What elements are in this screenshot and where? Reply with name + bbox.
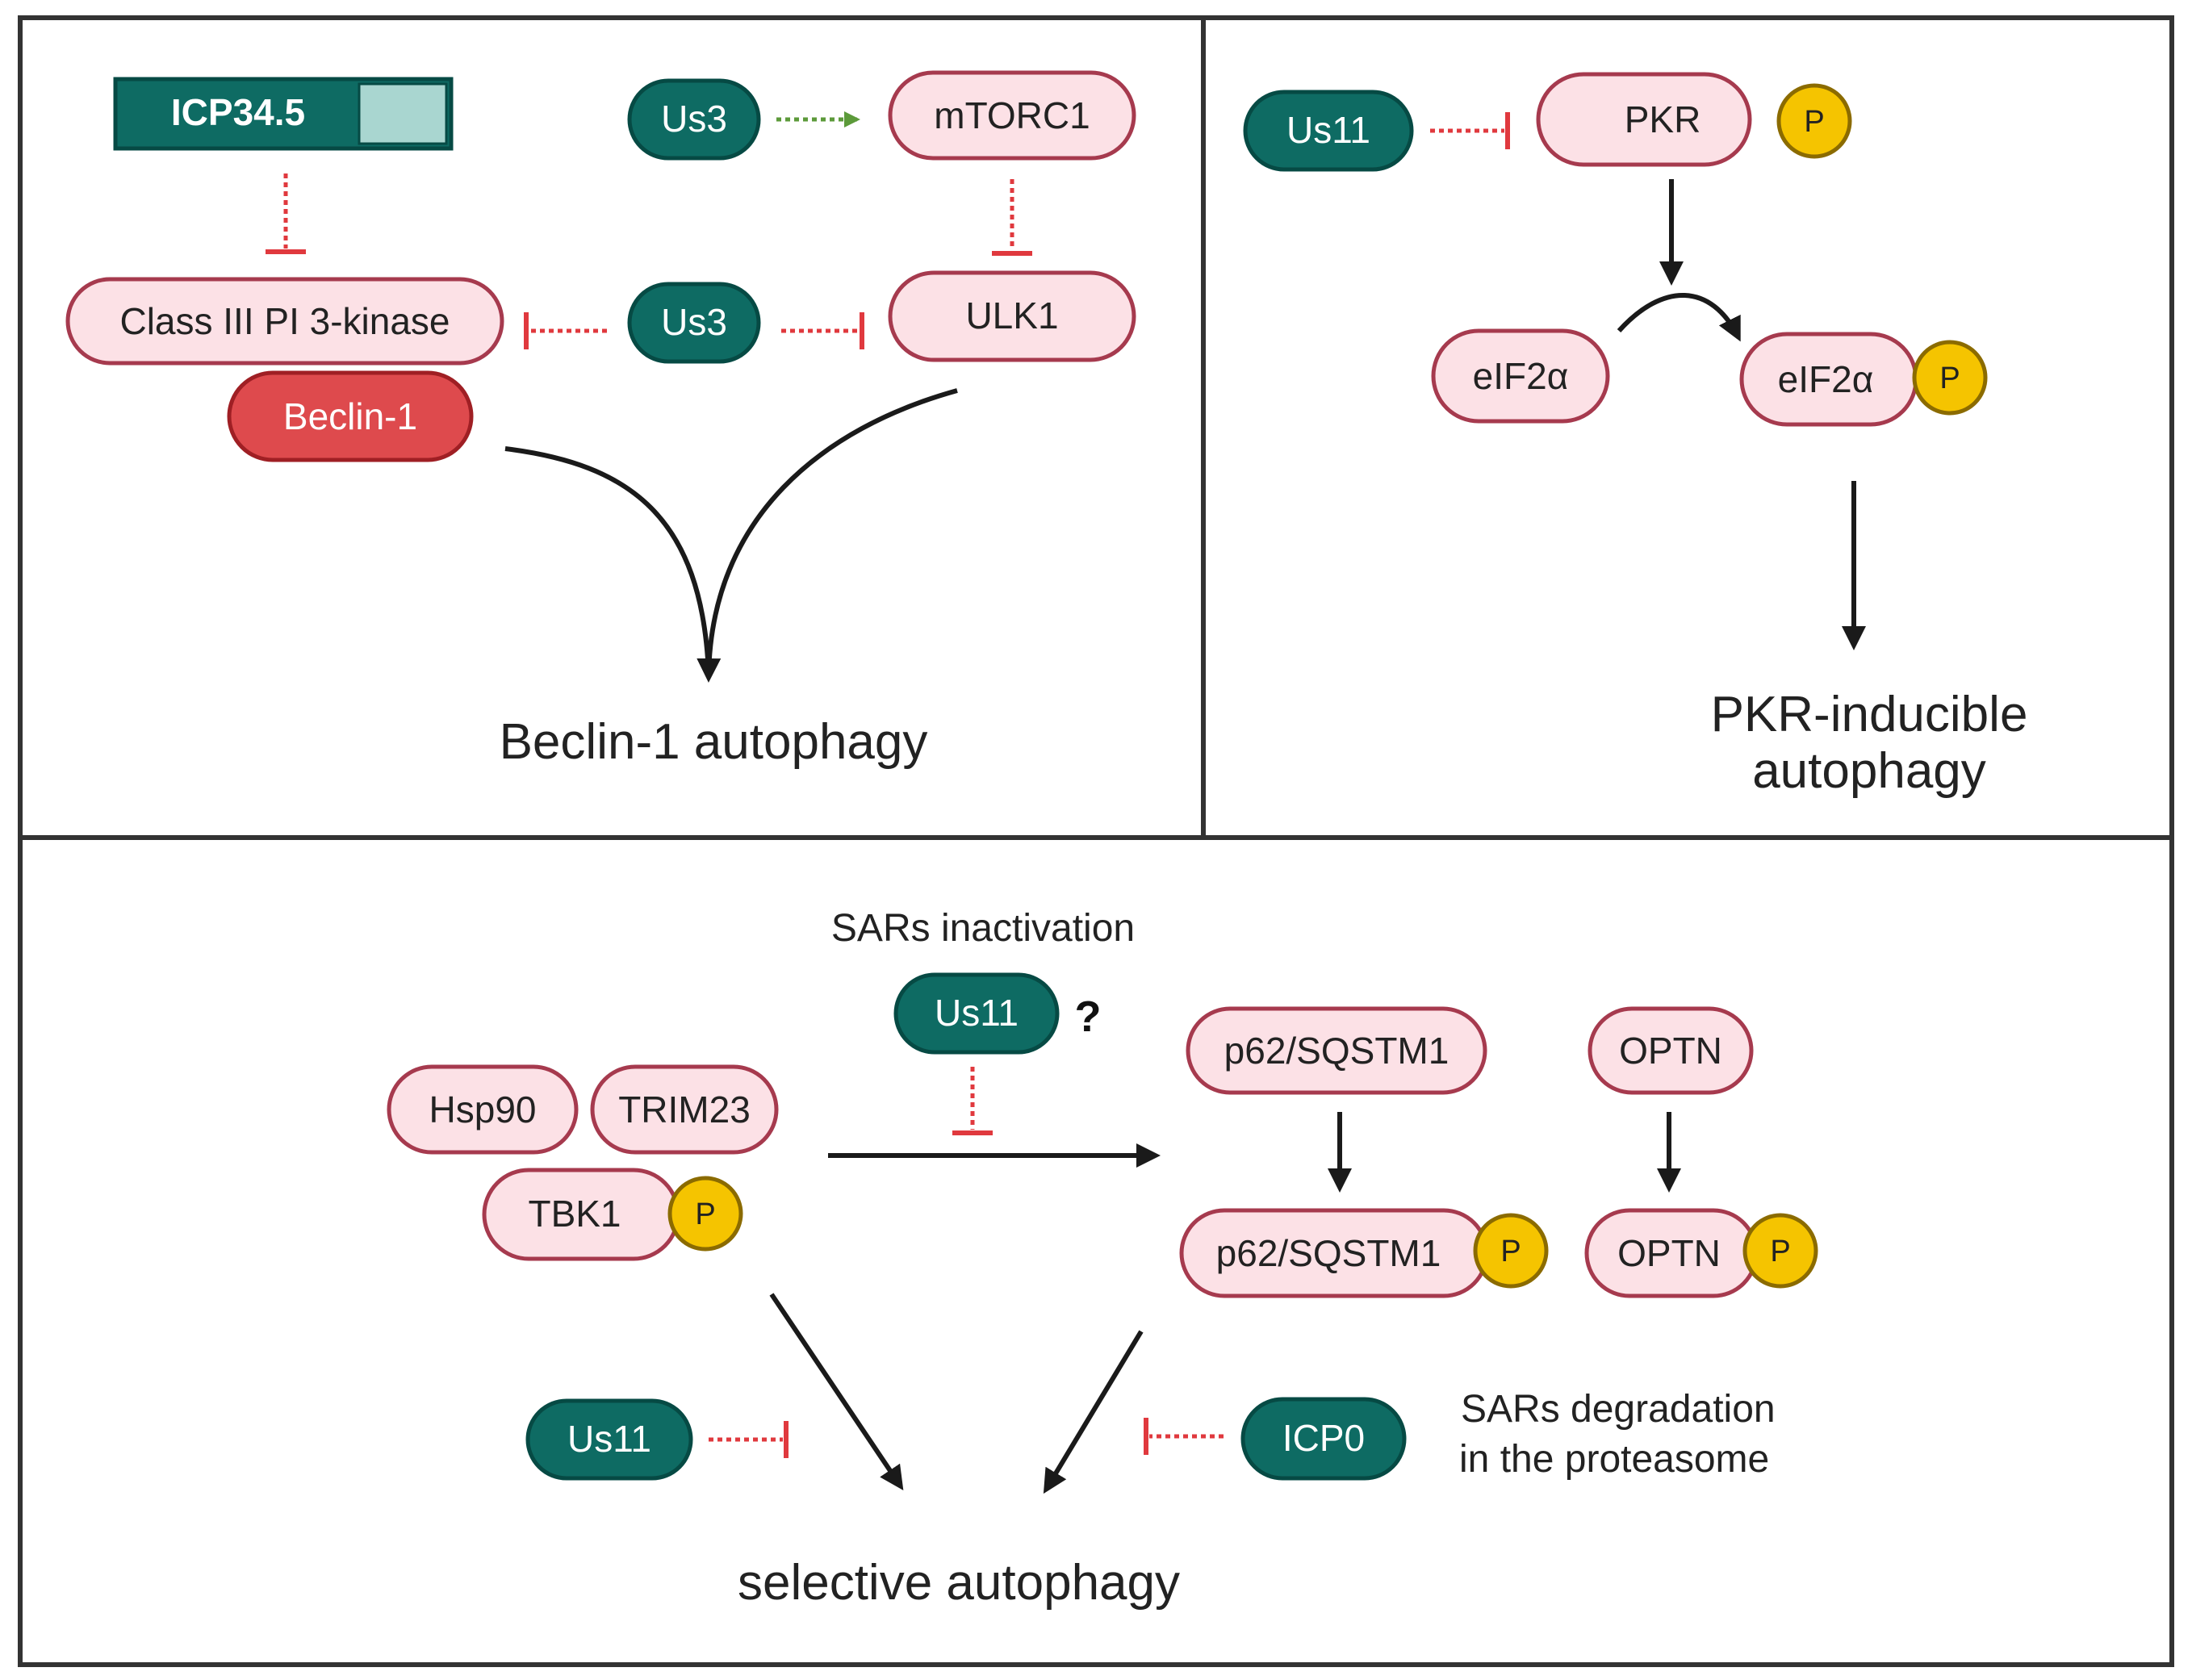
sars-inactivation-label: SARs inactivation: [831, 907, 1135, 950]
optn-node: OPTN: [1588, 1006, 1754, 1095]
panel-selective-border: [18, 835, 2174, 1667]
icp0-label: ICP0: [1282, 1417, 1365, 1459]
icp345-label: ICP34.5: [171, 91, 305, 133]
pkr-phospho-label: P: [1804, 105, 1824, 139]
panel-pkr: Us11 PKR P eIF2α: [1243, 72, 2028, 799]
beclin1-label: Beclin-1: [283, 395, 417, 437]
p62-phospho: P: [1473, 1213, 1549, 1289]
inhibition-us11-tbk1-arrow: [952, 1067, 993, 1135]
eif2a-label: eIF2α: [1473, 355, 1569, 397]
mtorc1-node: mTORC1: [888, 70, 1136, 161]
eif2a-phospho: P: [1912, 340, 1988, 416]
us11-pkr-node: Us11: [1243, 90, 1414, 172]
tbk1-phospho: P: [667, 1176, 743, 1252]
sars-degradation-line2: in the proteasome: [1459, 1438, 1769, 1481]
us3-mid-label: Us3: [661, 301, 727, 343]
panel-beclin: ICP34.5 Us3 mTORC1 Class III PI 3-kinase…: [65, 70, 1136, 770]
us11-top-node: Us11: [893, 972, 1060, 1055]
optn-label: OPTN: [1619, 1030, 1722, 1072]
us11-top-label: Us11: [935, 992, 1019, 1034]
optn-phospho-label: P: [1770, 1235, 1790, 1268]
pkr-autophagy-outcome-line1: PKR-inducible: [1711, 687, 2028, 742]
pkr-node: PKR: [1536, 72, 1752, 167]
us11-pkr-label: Us11: [1286, 109, 1370, 151]
selective-autophagy-outcome: selective autophagy: [738, 1555, 1180, 1611]
inhibition-icp0-selective: [1144, 1418, 1224, 1455]
inhibition-us11-selective: [709, 1421, 789, 1458]
p62-phospho-label: P: [1500, 1235, 1521, 1268]
ulk1-node: ULK1: [888, 270, 1136, 362]
inhibition-mtorc1-ulk1: [992, 179, 1032, 256]
hsp90-node: Hsp90: [387, 1064, 579, 1155]
panel-selective: SARs inactivation Us11 ? Hsp90 TRIM23 TB…: [387, 907, 1818, 1611]
pi3k-node: Class III PI 3-kinase: [65, 277, 504, 366]
inhibition-us3-pi3k: [524, 312, 607, 349]
us3-mid-node: Us3: [627, 282, 761, 364]
panel-borders: [18, 15, 2174, 1667]
pkr-autophagy-outcome-line2: autophagy: [1752, 743, 1986, 799]
icp345-node: ICP34.5: [113, 77, 454, 151]
mtorc1-label: mTORC1: [934, 94, 1090, 136]
us11-bottom-node: Us11: [525, 1398, 693, 1481]
tbk1-label: TBK1: [528, 1193, 621, 1235]
tbk1-phospho-label: P: [695, 1197, 715, 1231]
hsp90-label: Hsp90: [429, 1089, 537, 1130]
optn-p-label: OPTN: [1617, 1232, 1721, 1274]
us3-top-label: Us3: [661, 98, 727, 140]
p62-p-label: p62/SQSTM1: [1216, 1232, 1441, 1274]
question-mark: ?: [1075, 993, 1102, 1041]
beclin1-node: Beclin-1: [227, 370, 474, 462]
inhibition-us3-ulk1: [781, 312, 864, 349]
inhibition-icp345-pi3k: [266, 173, 306, 254]
eif2a-p-node: eIF2α: [1739, 332, 1918, 427]
eif2a-node: eIF2α: [1431, 328, 1610, 424]
us11-bottom-label: Us11: [567, 1418, 651, 1460]
convergence-beclin-autophagy: [504, 388, 958, 683]
phosphorylation-arrow: [1617, 293, 1741, 342]
us3-top-node: Us3: [627, 78, 761, 161]
beclin-autophagy-outcome: Beclin-1 autophagy: [500, 714, 928, 770]
p62-node: p62/SQSTM1: [1186, 1006, 1487, 1095]
pi3k-label: Class III PI 3-kinase: [119, 300, 450, 342]
eif2a-phospho-label: P: [1939, 361, 1960, 395]
ulk1-label: ULK1: [965, 295, 1058, 336]
pkr-phospho: P: [1776, 83, 1852, 159]
p62-p-node: p62/SQSTM1: [1179, 1208, 1489, 1298]
arrow-tbk1-to-selective: [769, 1293, 904, 1490]
sars-degradation-line1: SARs degradation: [1461, 1388, 1776, 1431]
pkr-label: PKR: [1625, 98, 1701, 140]
optn-p-node: OPTN: [1584, 1208, 1759, 1298]
trim23-node: TRIM23: [590, 1064, 779, 1155]
optn-phospho: P: [1742, 1213, 1818, 1289]
icp0-node: ICP0: [1240, 1397, 1407, 1481]
tbk1-node: TBK1: [482, 1168, 680, 1261]
arrow-sars-to-selective: [1043, 1330, 1144, 1494]
eif2a-p-label: eIF2α: [1778, 358, 1874, 400]
trim23-label: TRIM23: [618, 1089, 751, 1130]
p62-label: p62/SQSTM1: [1224, 1030, 1449, 1072]
inhibition-us11-pkr: [1430, 112, 1510, 149]
